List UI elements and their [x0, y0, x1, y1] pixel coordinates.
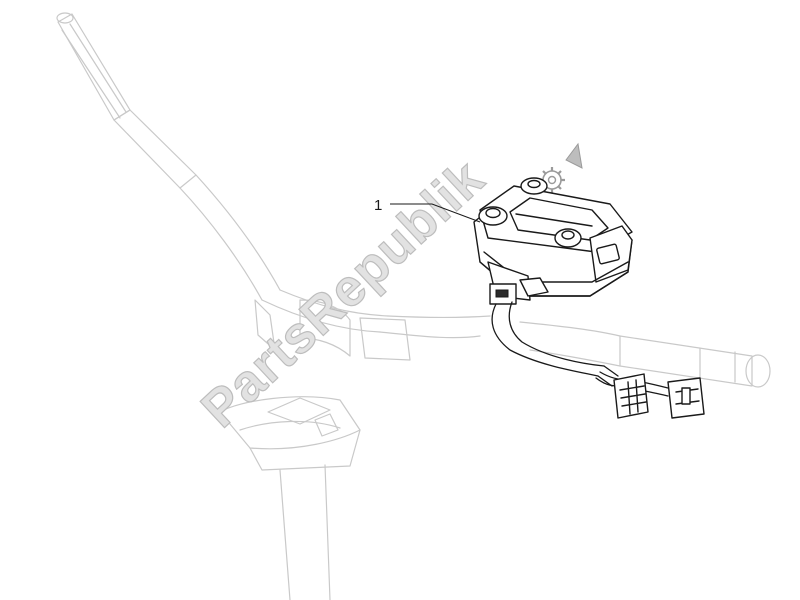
callout-1: 1 — [374, 197, 481, 223]
callout-number: 1 — [374, 197, 382, 214]
instrument-cluster — [473, 177, 633, 305]
connector-right — [667, 377, 705, 419]
watermark-text: PartsRepublik — [191, 149, 496, 439]
connector-left — [613, 373, 649, 419]
handlebar-ghost — [56, 12, 771, 600]
